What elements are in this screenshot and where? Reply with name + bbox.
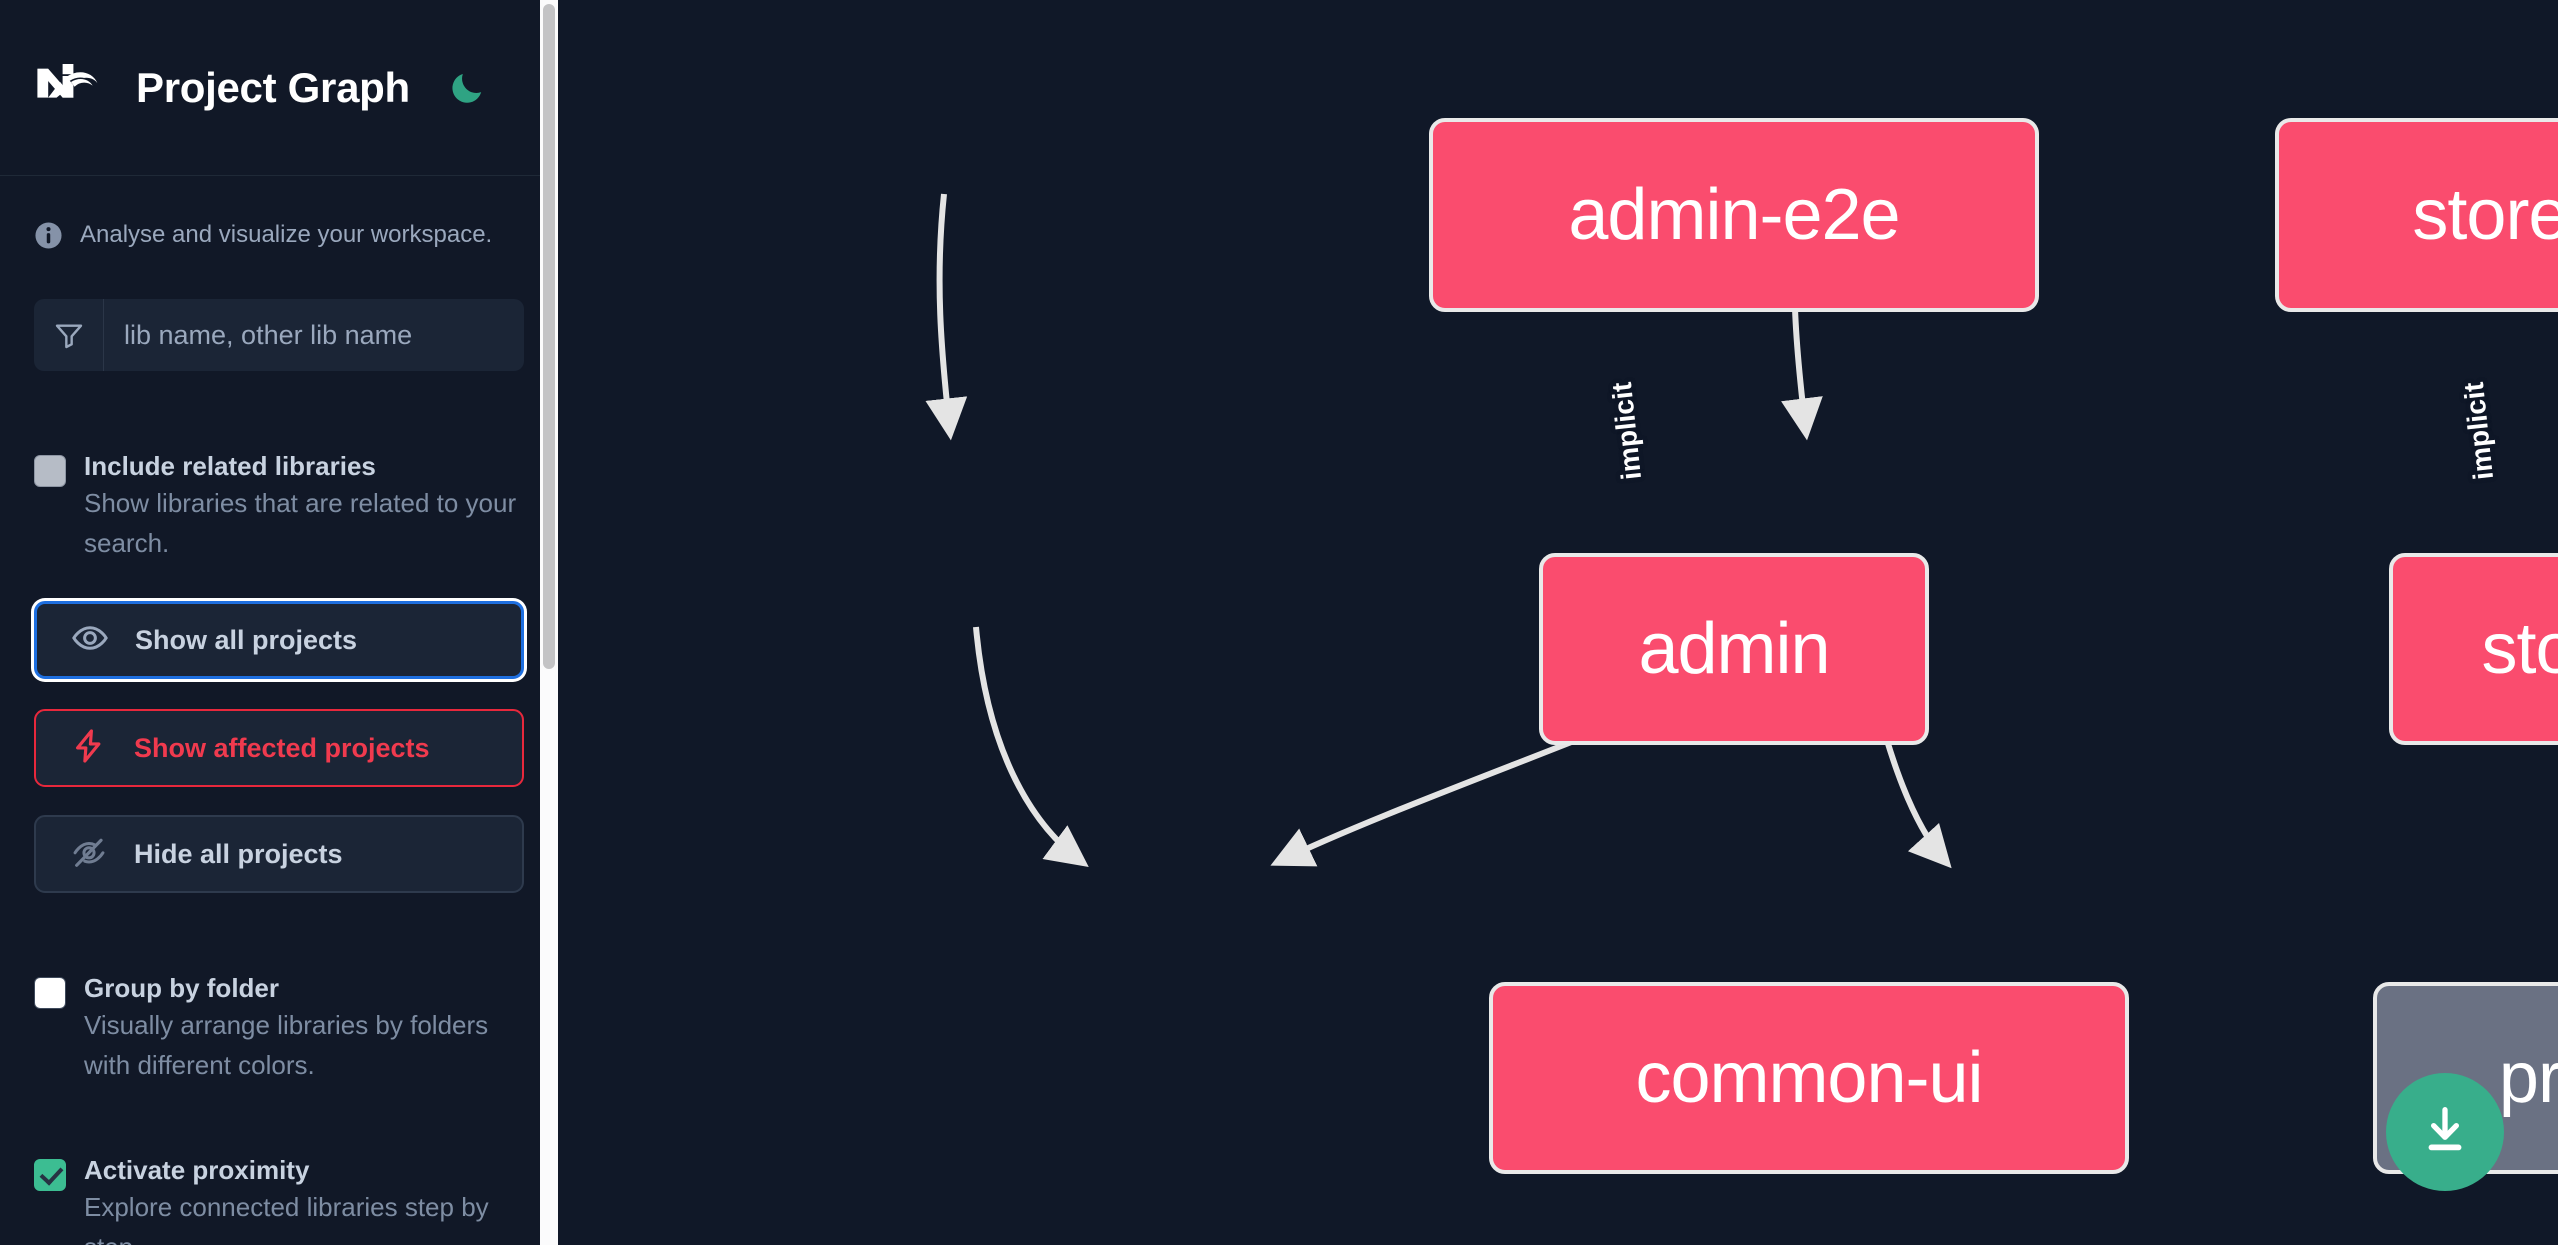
checkbox-group-by-folder[interactable]: Group by folder Visually arrange librari… xyxy=(0,937,558,1085)
checkbox-group-by-folder-box[interactable] xyxy=(34,977,66,1009)
checkbox-include-related-libraries-label: Include related libraries xyxy=(84,451,376,481)
info-circle-icon xyxy=(34,221,63,250)
graph-node-store-label: store xyxy=(2481,609,2558,689)
sidebar-scroll-container: Project Graph Analyse and visualize your… xyxy=(0,0,558,1245)
nx-logo-icon xyxy=(34,58,108,118)
filter-funnel-icon xyxy=(34,299,104,371)
sidebar-scrollbar[interactable] xyxy=(540,0,558,1245)
sidebar-tagline: Analyse and visualize your workspace. xyxy=(0,176,558,254)
eye-icon xyxy=(71,619,109,662)
checkbox-activate-proximity-desc: Explore connected libraries step by step… xyxy=(84,1192,489,1245)
checkbox-activate-proximity-label: Activate proximity xyxy=(84,1155,310,1185)
checkbox-include-related-libraries[interactable]: Include related libraries Show libraries… xyxy=(0,415,558,563)
graph-canvas[interactable]: admin-e2e store-e2e admin store common-u… xyxy=(558,0,2558,1245)
checkbox-group-by-folder-desc: Visually arrange libraries by folders wi… xyxy=(84,1010,489,1080)
download-icon xyxy=(2416,1101,2474,1164)
checkbox-activate-proximity-box[interactable] xyxy=(34,1159,66,1191)
graph-node-admin-e2e-label: admin-e2e xyxy=(1568,175,1900,255)
edge-admin-e2e-to-admin xyxy=(925,193,968,441)
checkbox-include-related-libraries-box[interactable] xyxy=(34,455,66,487)
show-affected-projects-button[interactable]: Show affected projects xyxy=(34,709,524,787)
show-all-projects-button[interactable]: Show all projects xyxy=(34,601,524,679)
show-all-projects-label: Show all projects xyxy=(135,624,358,655)
graph-node-products-label: products xyxy=(2498,1038,2558,1118)
graph-node-common-ui[interactable]: common-ui xyxy=(1489,982,2129,1174)
sidebar-scroll-thumb[interactable] xyxy=(543,4,555,669)
checkbox-group-by-folder-label: Group by folder xyxy=(84,973,279,1003)
graph-node-common-ui-label: common-ui xyxy=(1635,1038,1983,1118)
graph-node-store[interactable]: store xyxy=(2389,553,2558,745)
sidebar-header: Project Graph xyxy=(0,0,558,176)
search-bar[interactable] xyxy=(34,299,524,371)
graph-node-admin-label: admin xyxy=(1638,609,1830,689)
show-affected-projects-label: Show affected projects xyxy=(134,732,430,763)
moon-icon[interactable] xyxy=(444,65,490,111)
hide-all-projects-label: Hide all projects xyxy=(134,838,343,869)
checkbox-include-related-libraries-desc: Show libraries that are related to your … xyxy=(84,488,517,558)
graph-node-store-e2e[interactable]: store-e2e xyxy=(2275,118,2558,312)
edge-admin-to-common-ui xyxy=(973,626,1089,867)
download-image-button[interactable] xyxy=(2386,1073,2504,1191)
search-input[interactable] xyxy=(104,299,524,371)
sidebar-tagline-text: Analyse and visualize your workspace. xyxy=(80,221,493,248)
hide-all-projects-button[interactable]: Hide all projects xyxy=(34,815,524,893)
sidebar: Project Graph Analyse and visualize your… xyxy=(0,0,558,1245)
lightning-bolt-icon xyxy=(70,727,108,770)
eye-off-icon xyxy=(70,833,108,876)
graph-node-admin[interactable]: admin xyxy=(1539,553,1929,745)
graph-node-admin-e2e[interactable]: admin-e2e xyxy=(1429,118,2039,312)
graph-node-store-e2e-label: store-e2e xyxy=(2412,175,2558,255)
page-title: Project Graph xyxy=(136,63,410,111)
checkbox-activate-proximity[interactable]: Activate proximity Explore connected lib… xyxy=(0,1119,558,1245)
checkbox-include-related-libraries-text: Include related libraries Show libraries… xyxy=(84,449,524,563)
checkbox-activate-proximity-text: Activate proximity Explore connected lib… xyxy=(84,1153,524,1245)
checkbox-group-by-folder-text: Group by folder Visually arrange librari… xyxy=(84,971,524,1085)
